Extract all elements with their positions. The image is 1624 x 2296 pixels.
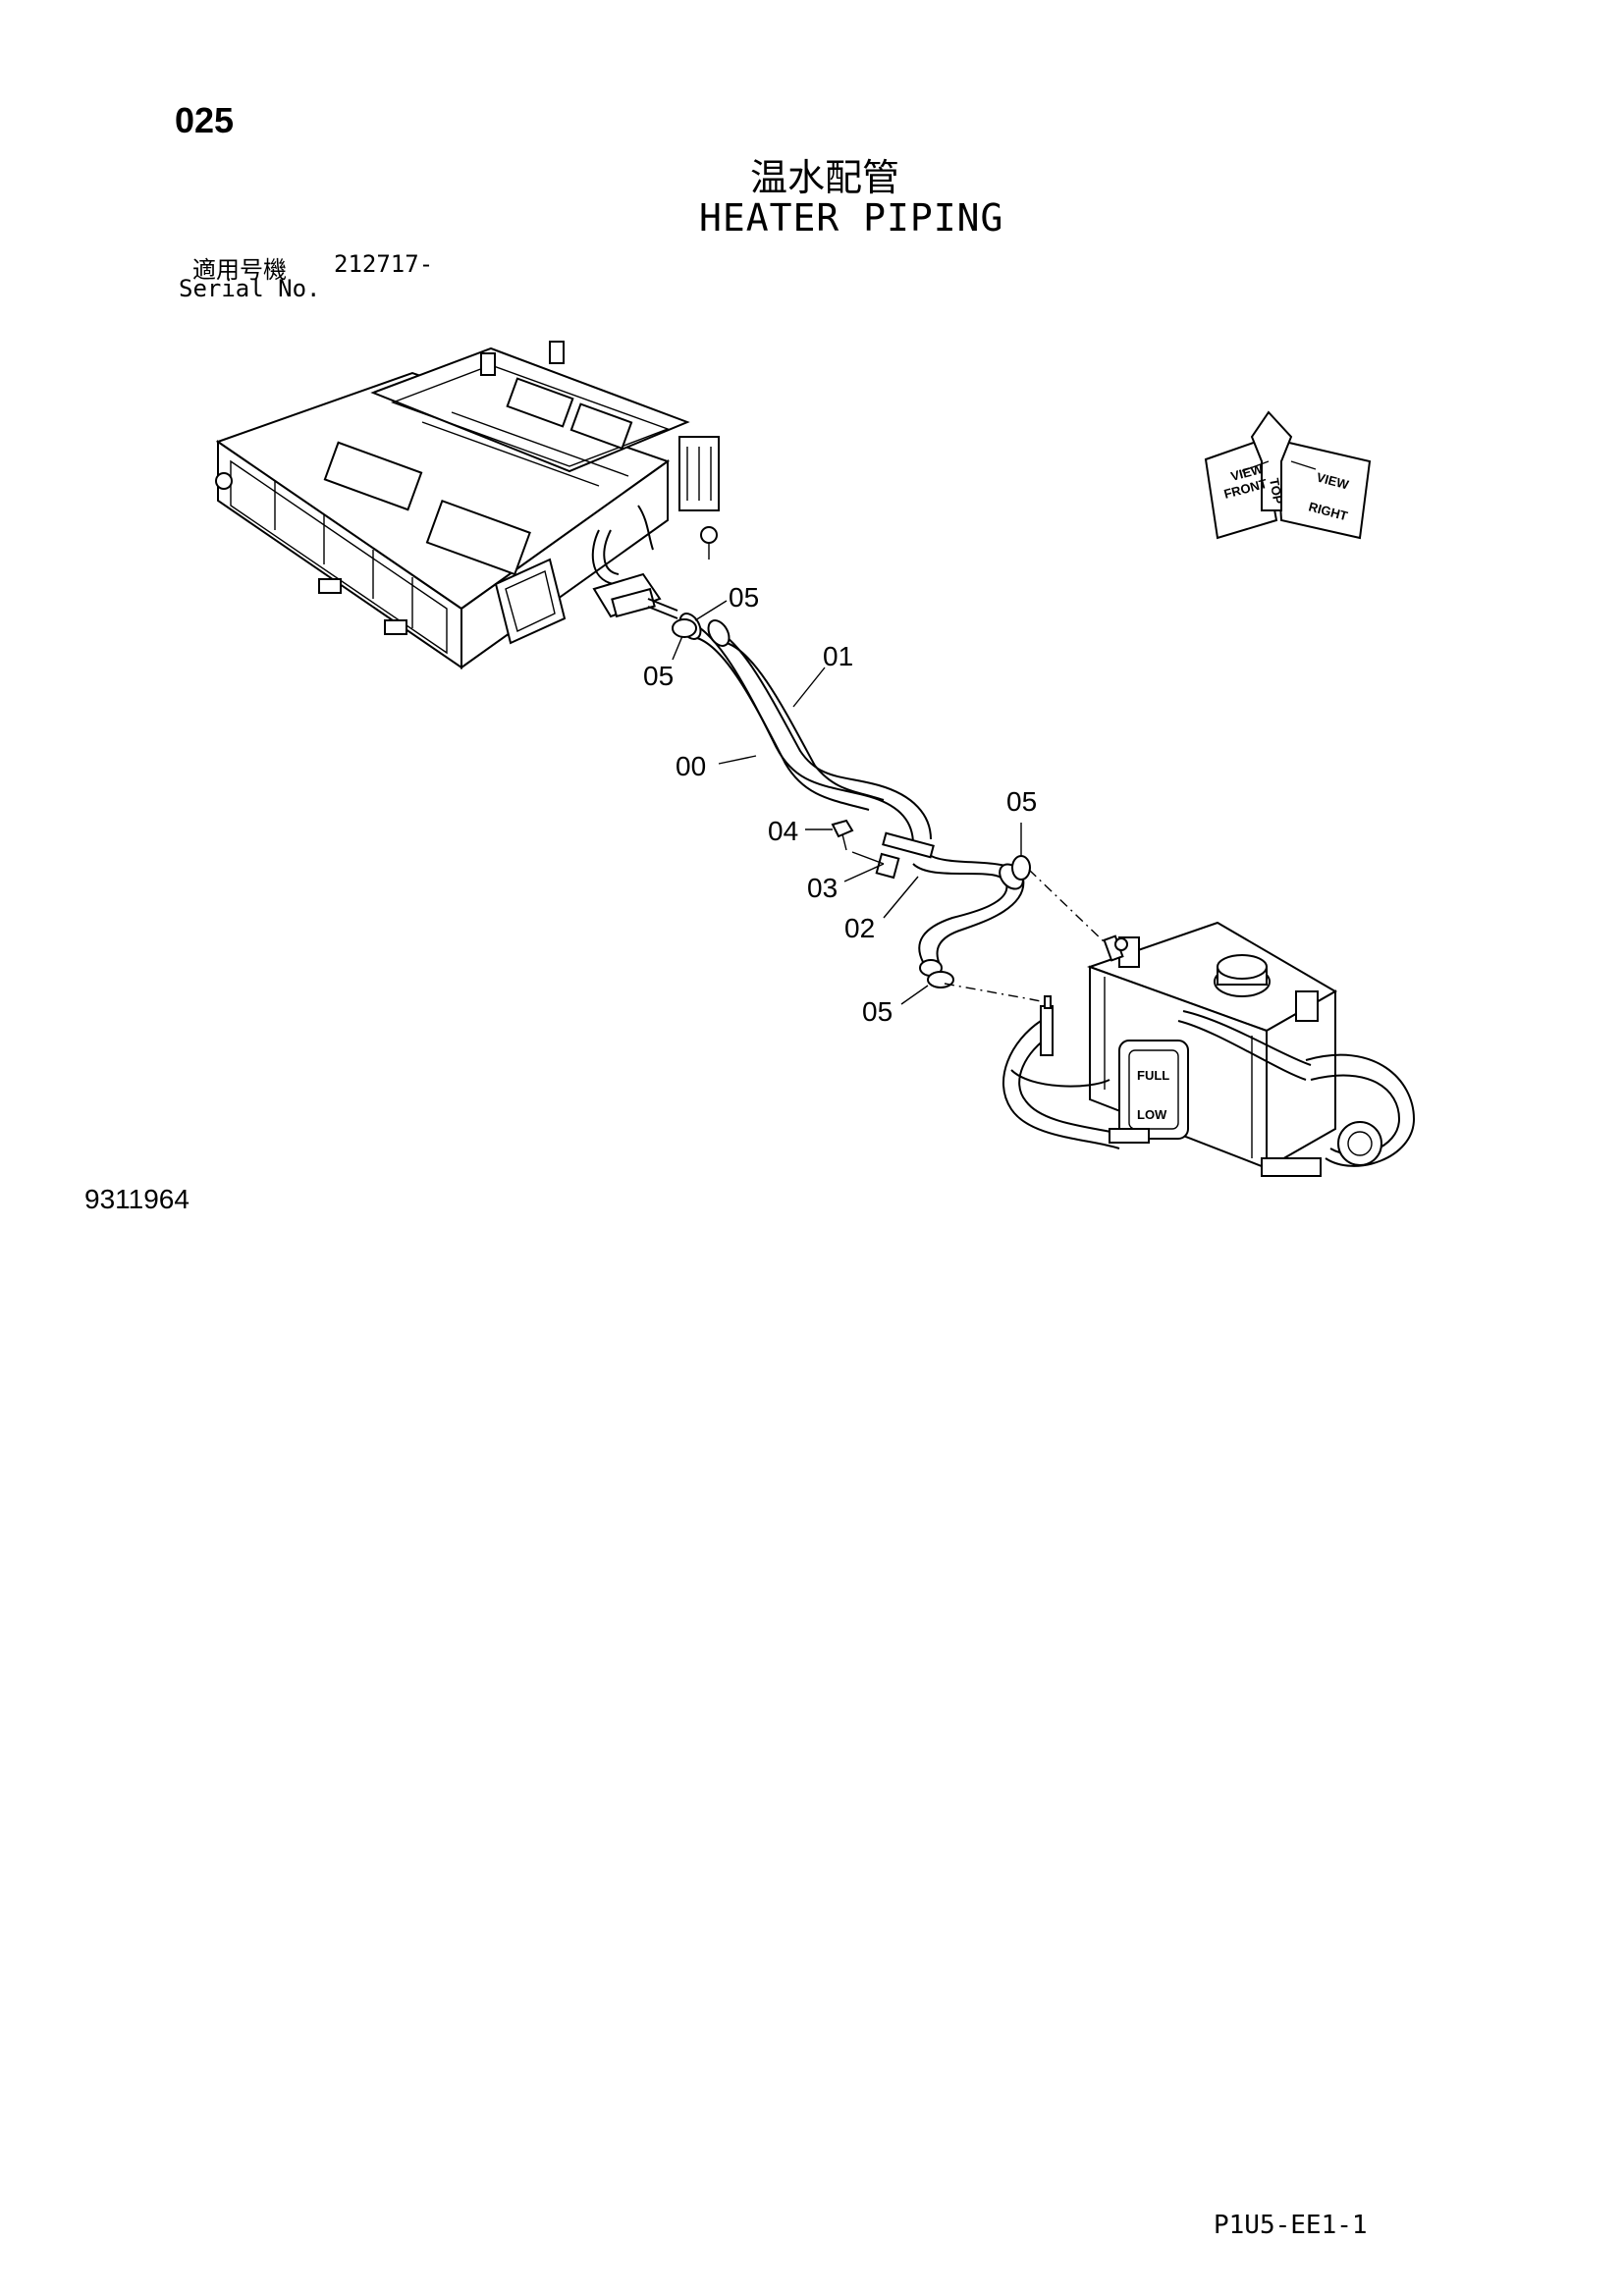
callout-01: 01 xyxy=(823,641,853,671)
heater-unit xyxy=(215,341,720,669)
drawing-number: 9311964 xyxy=(84,1184,189,1214)
orientation-symbol: FRONT RIGHT TOP VIEW VIEW xyxy=(1204,410,1372,540)
orientation-top-label: TOP xyxy=(1267,477,1285,506)
tank-assembly: FULL LOW xyxy=(1001,921,1416,1177)
serial-label-japanese: 適用号機 xyxy=(192,256,287,284)
callout-03: 03 xyxy=(807,873,838,903)
connection-line-upper xyxy=(1028,869,1106,943)
callout-05-top: 05 xyxy=(729,582,759,613)
heater-piping-diagram: FULL LOW FRONT RIGHT TOP VIEW VIEW xyxy=(215,341,1416,1177)
callout-04: 04 xyxy=(768,816,798,846)
connection-line-lower xyxy=(944,983,1042,1002)
callout-leaders xyxy=(672,600,1022,1005)
callout-05-left: 05 xyxy=(643,661,674,691)
callout-00: 00 xyxy=(676,751,706,781)
footer-code: P1U5-EE1-1 xyxy=(1214,2211,1368,2240)
callout-05-right: 05 xyxy=(1006,786,1037,817)
bolt-04 xyxy=(831,819,885,865)
page-title-english: HEATER PIPING xyxy=(699,196,1004,240)
page-number: 025 xyxy=(175,100,235,140)
serial-label-english: Serial No. xyxy=(179,275,321,302)
svg-text:LOW: LOW xyxy=(1137,1107,1167,1122)
svg-text:FULL: FULL xyxy=(1137,1068,1169,1083)
callout-05-bottom: 05 xyxy=(862,996,893,1027)
callout-02: 02 xyxy=(844,913,875,943)
serial-value: 212717- xyxy=(334,250,434,278)
page-title-japanese: 温水配管 xyxy=(750,158,900,199)
